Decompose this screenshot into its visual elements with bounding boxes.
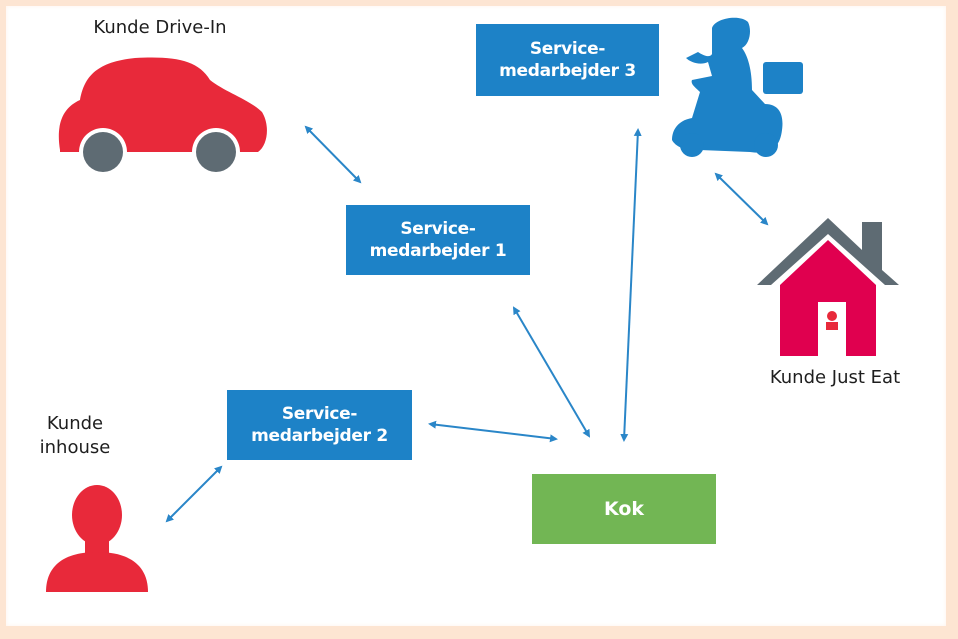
box-line: Service-: [400, 219, 476, 239]
service-employee-3-box[interactable]: Service- medarbejder 3: [476, 24, 659, 96]
box-line: medarbejder 2: [251, 426, 388, 446]
label-customer-inhouse: Kunde inhouse: [20, 412, 130, 460]
box-line: medarbejder 1: [369, 241, 507, 261]
arrow-scooter-to-house: [714, 172, 769, 226]
scooter-courier-icon: [672, 17, 803, 157]
service-employee-1-box[interactable]: Service- medarbejder 1: [346, 205, 530, 275]
box-line: medarbejder 3: [499, 61, 636, 81]
arrow-inhouse-to-service2: [165, 465, 223, 523]
person-icon: [46, 485, 148, 592]
arrow-service3-to-cook: [620, 128, 642, 442]
label-customer-just-eat: Kunde Just Eat: [769, 367, 901, 388]
arrow-service1-to-cook: [512, 306, 591, 438]
house-icon: [757, 218, 899, 356]
car-icon: [58, 57, 267, 176]
label-line: Kunde: [46, 413, 104, 434]
label-line: inhouse: [39, 437, 111, 458]
label-customer-drive-in: Kunde Drive-In: [93, 17, 227, 38]
cook-box[interactable]: Kok: [532, 474, 716, 544]
arrow-car-to-service1: [304, 125, 362, 184]
box-line: Service-: [529, 39, 606, 59]
service-employee-2-box[interactable]: Service- medarbejder 2: [227, 390, 412, 460]
arrow-service2-to-cook: [428, 420, 558, 443]
box-line: Service-: [281, 404, 358, 424]
cook-label: Kok: [603, 498, 645, 520]
